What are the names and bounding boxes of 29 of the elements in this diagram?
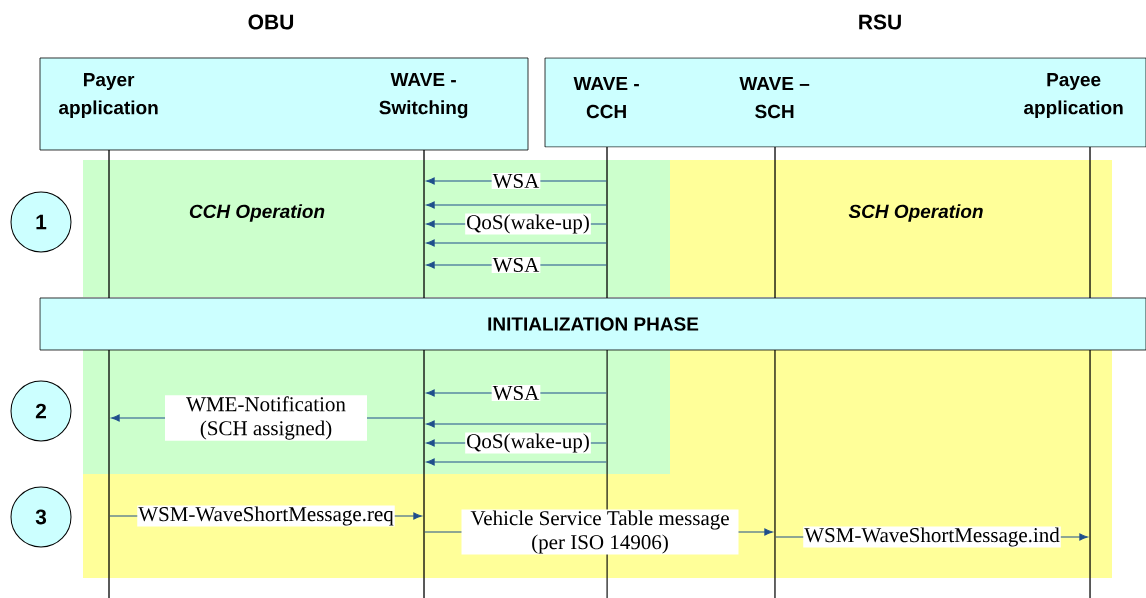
- message-arrow: [426, 239, 607, 247]
- message-arrow: [426, 201, 607, 209]
- lifeline: [774, 147, 776, 298]
- edge-label: QoS(wake-up): [465, 213, 591, 235]
- edge-label: WSM-WaveShortMessage.req: [137, 505, 395, 527]
- band-label: SCH Operation: [848, 204, 983, 222]
- edge-label: Vehicle Service Table message (per ISO 14906): [461, 509, 739, 555]
- lifeline: [1089, 350, 1091, 598]
- edge-label: WME-Notification (SCH assigned): [165, 395, 367, 441]
- lifeline-header: Payer application: [59, 73, 158, 119]
- band-label: CCH Operation: [189, 204, 325, 222]
- phase-bar: INITIALIZATION PHASE: [39, 297, 1146, 351]
- lifeline: [108, 150, 110, 298]
- message-arrow: [426, 420, 607, 428]
- edge-label: QoS(wake-up): [465, 432, 591, 454]
- lifeline-header: WAVE - Switching: [379, 73, 468, 119]
- lifeline-header: WAVE – SCH: [739, 77, 810, 119]
- lifeline: [108, 350, 110, 598]
- lifeline: [774, 350, 776, 598]
- node-label: OBU: [248, 14, 294, 30]
- lifeline-header: Payee application: [1024, 73, 1123, 119]
- lifeline: [423, 150, 425, 298]
- edge-label: WSM-WaveShortMessage.ind: [803, 526, 1061, 548]
- lifeline: [606, 147, 608, 298]
- lifeline-header: WAVE - CCH: [573, 77, 639, 119]
- node-label: RSU: [859, 14, 901, 30]
- lifeline: [423, 350, 425, 598]
- message-arrow: [426, 458, 607, 466]
- lifeline: [1089, 147, 1091, 298]
